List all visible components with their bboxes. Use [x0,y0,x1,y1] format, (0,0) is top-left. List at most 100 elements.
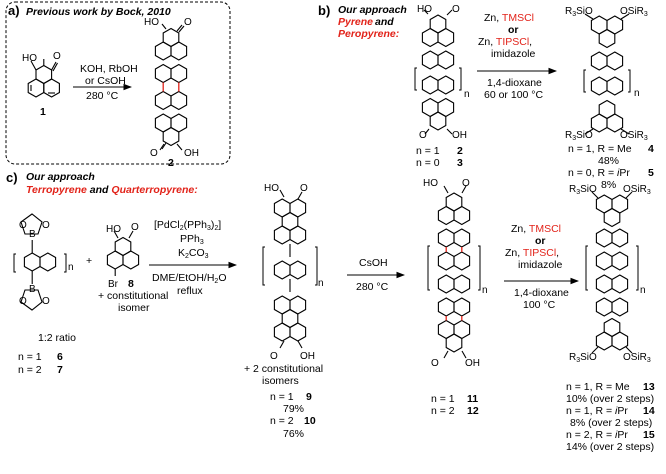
b-solvent: 1,4-dioxane [487,77,542,89]
b-prod-osir3-bottom: OSiR3 [620,130,648,142]
c-temp: 100 °C [523,299,556,311]
compound-8-number: 8 [128,278,134,290]
b-sm-ho: HO [417,4,432,15]
constitutional-isomer-2: isomer [118,302,150,314]
fin-osir3-top: OSiR3 [623,184,651,196]
br-sm-o: O [131,222,139,233]
cyc-oh: OH [465,358,480,369]
panel-a-conditions: 280 °C [86,90,119,102]
fin-line1: n = 1, R = Me [566,381,630,393]
fin-r3sio-bottom: R3SiO [569,352,597,364]
b-prod-yield2: 8% [601,179,616,191]
pph3-label: PPh3 [180,233,204,246]
cyc-n: n [482,285,488,296]
panel-a-heading: Previous work by Bock, 2010 [26,6,171,18]
k2co3-label: K2CO3 [178,247,209,260]
int-n2: n = 2 [270,415,294,427]
p2-oh-bottom: OH [184,148,199,159]
peropyrenequinone-structure-2 [154,23,188,151]
p2-ho-top: HO [144,17,159,28]
oxygen-top-left: O [19,220,27,231]
compound-9-number: 9 [306,391,312,403]
silyloxy-peropyrene-structure [583,13,631,135]
c-n2-label: n = 2 [18,364,42,376]
b-sm-n: n [464,89,470,100]
phenalenone-structure-1 [27,59,60,98]
compound-6-number: 6 [57,351,63,363]
boron-top: B [29,229,36,240]
sm1-o-atom: O [53,51,61,62]
panel-b-heading-pyrene: Pyrene [338,16,373,28]
panel-b-heading-1: Our approach [338,4,407,16]
p2-o-top: O [184,17,192,28]
fin-yield2: 8% (over 2 steps) [570,417,652,429]
b-sm-n0: n = 0 [416,157,440,169]
b-prod-line2: n = 0, R = iPr [568,167,630,179]
compound-11-number: 11 [467,393,478,405]
b-prod-r3sio-bottom: R3SiO [565,130,593,142]
cyc-ho: HO [423,178,438,189]
c-zn2: Zn, TIPSCl, [505,247,559,259]
panel-b-label: b) [318,3,330,18]
b-prod-n: n [634,88,640,99]
cyc-n2: n = 2 [431,405,455,417]
panel-b-heading-and: and [375,16,394,28]
constitutional-isomer-1: + constitutional [98,290,168,302]
fin-osir3-bottom: OSiR3 [623,352,651,364]
diboronate-n: n [68,262,74,273]
compound-1-number: 1 [40,106,46,118]
c-zn1: Zn, TMSCl [511,223,561,235]
suzuki-solvent: DME/EtOH/H2O [152,272,227,285]
fin-line3: n = 2, R = iPr [566,429,628,441]
panel-b: b) Our approach Pyrene and Peropyrene: H… [318,3,654,191]
b-zn1: Zn, TMSCl [484,12,534,24]
boron-bottom: B [29,284,36,295]
int-ho: HO [264,183,279,194]
compound-4-number: 4 [648,143,654,155]
cyc-n1: n = 1 [431,393,455,405]
compound-3-number: 3 [457,157,463,169]
c-n1-label: n = 1 [18,351,42,363]
int-n1-yield: 79% [283,403,304,415]
panel-a-reagent-1: KOH, RbOH [80,63,138,75]
panel-a-dashed-frame [5,1,231,165]
hydroxyphenalenone-dimer-structure [414,9,462,135]
csoh-label: CsOH [359,257,388,269]
b-sm-oh: OH [452,130,467,141]
int-o-bottom: O [270,351,278,362]
compound-14-number: 14 [643,405,655,417]
int-isomers-2: isomers [262,375,299,387]
oxygen-bottom-right: O [42,296,50,307]
silyloxy-terropyrene-structure [585,191,639,354]
cyclized-quinone-structure [427,185,481,359]
oxygen-bottom-left: O [19,296,27,307]
compound-15-number: 15 [643,429,655,441]
panel-c-label: c) [6,170,18,185]
panel-c-heading-2: Terropyrene and Quarterropyrene: [26,184,198,196]
c-solvent: 1,4-dioxane [514,287,569,299]
panel-a-label: a) [8,3,20,18]
int-o-top: O [300,183,308,194]
plus-sign: + [86,255,92,267]
int-n1: n = 1 [270,391,294,403]
panel-c: c) Our approach Terropyrene and Quarterr… [6,170,655,453]
c-or: or [535,235,546,247]
b-sm-o-top: O [452,4,460,15]
compound-12-number: 12 [467,405,479,417]
b-sm-o-bottom: O [419,130,427,141]
fin-r3sio-top: R3SiO [569,184,597,196]
b-prod-yield1: 48% [598,155,619,167]
p2-o-bottom: O [150,148,158,159]
b-prod-line1: n = 1, R = Me [568,143,632,155]
fin-yield3: 14% (over 2 steps) [566,441,654,453]
fin-n: n [640,285,646,296]
sm1-ho-atom: HO [22,53,37,64]
cyc-o-top: O [462,178,470,189]
compound-5-number: 5 [648,167,654,179]
b-sm-n1: n = 1 [416,145,440,157]
fin-line2: n = 1, R = iPr [566,405,628,417]
b-zn2: Zn, TIPSCl, [478,36,532,48]
int-oh: OH [300,351,315,362]
b-temperature: 60 or 100 °C [484,89,543,101]
